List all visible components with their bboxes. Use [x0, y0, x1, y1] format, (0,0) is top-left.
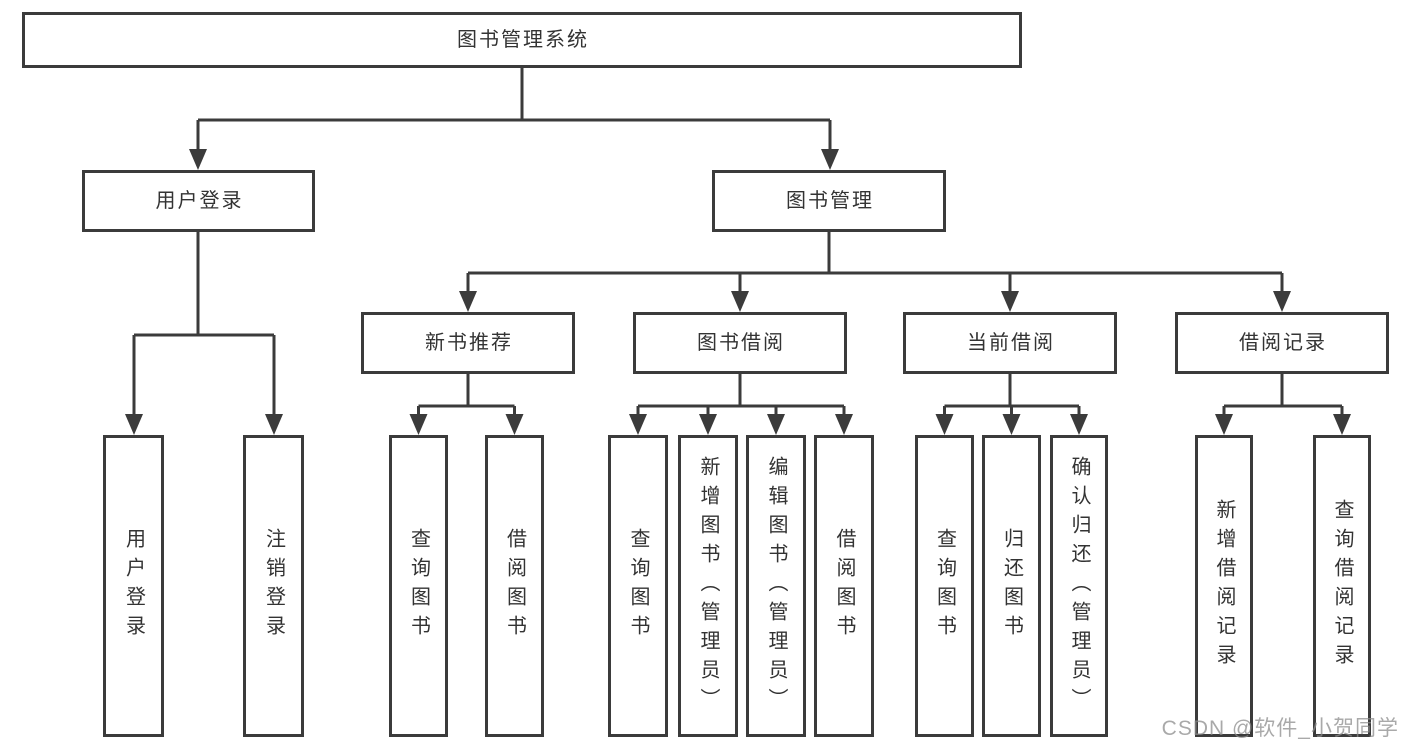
node-user-login-branch: 用户登录	[82, 170, 315, 232]
node-leaf-query-books-recommend: 查询图书	[389, 435, 448, 737]
arrowhead	[699, 414, 717, 435]
connector-borrow-record-to-leaves	[1222, 374, 1344, 416]
node-leaf-confirm-return-admin: 确认归还（管理员）	[1050, 435, 1108, 737]
arrowhead	[835, 414, 853, 435]
node-current-borrowing: 当前借阅	[903, 312, 1117, 374]
node-leaf-add-borrow-record: 新增借阅记录	[1195, 435, 1253, 737]
node-leaf-logout: 注销登录	[243, 435, 304, 737]
arrowhead	[189, 149, 207, 170]
node-leaf-borrow-books-recommend: 借阅图书	[485, 435, 544, 737]
connector-user-login-to-leaves	[132, 232, 276, 416]
node-leaf-return-books: 归还图书	[982, 435, 1041, 737]
arrowhead	[821, 149, 839, 170]
node-book-management-branch: 图书管理	[712, 170, 946, 232]
arrowhead	[459, 291, 477, 312]
arrowhead	[1002, 414, 1021, 435]
node-leaf-query-books-current: 查询图书	[915, 435, 974, 737]
arrowhead	[265, 414, 283, 435]
connector-book-borrow-to-leaves	[636, 374, 846, 416]
connector-current-borrow-to-leaves	[943, 374, 1081, 416]
arrowhead	[935, 414, 954, 435]
node-leaf-query-books-borrowing: 查询图书	[608, 435, 668, 737]
arrowhead	[1215, 414, 1233, 435]
arrowhead	[505, 414, 524, 435]
arrowhead	[409, 414, 428, 435]
arrowhead	[731, 291, 749, 312]
node-root-system: 图书管理系统	[22, 12, 1022, 68]
node-borrowing-records: 借阅记录	[1175, 312, 1389, 374]
node-leaf-borrow-books: 借阅图书	[814, 435, 874, 737]
arrowhead	[767, 414, 785, 435]
connector-new-book-to-leaves	[417, 374, 516, 416]
csdn-watermark: CSDN @软件_小贺同学	[1161, 717, 1399, 740]
node-book-borrowing: 图书借阅	[633, 312, 847, 374]
node-leaf-edit-books-admin: 编辑图书（管理员）	[746, 435, 806, 737]
connector-book-mgmt-to-level3	[466, 232, 1284, 293]
arrowhead	[629, 414, 647, 435]
connector-root-to-level2	[196, 68, 832, 151]
arrowhead	[1273, 291, 1291, 312]
node-leaf-user-login: 用户登录	[103, 435, 164, 737]
node-leaf-add-books-admin: 新增图书（管理员）	[678, 435, 738, 737]
node-leaf-query-borrow-record: 查询借阅记录	[1313, 435, 1371, 737]
node-new-book-recommend: 新书推荐	[361, 312, 575, 374]
arrowhead	[1070, 414, 1088, 435]
arrowhead	[1333, 414, 1351, 435]
arrowhead	[1001, 291, 1019, 312]
arrowhead	[125, 414, 143, 435]
